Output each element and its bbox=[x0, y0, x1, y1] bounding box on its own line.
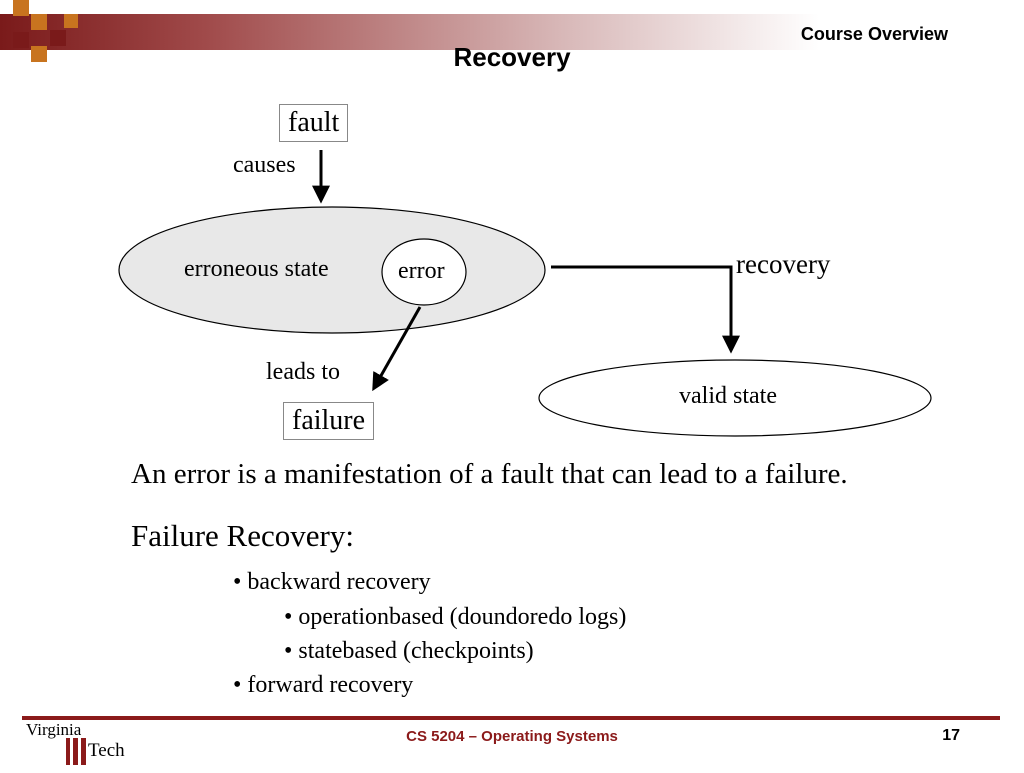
valid-state-label: valid state bbox=[679, 383, 777, 409]
list-item: • operationbased (doundoredo logs) bbox=[284, 604, 627, 630]
fault-box: fault bbox=[279, 104, 349, 142]
svg-text:Tech: Tech bbox=[88, 740, 125, 761]
slide-title: Recovery bbox=[453, 42, 571, 72]
list-item: • backward recovery bbox=[233, 569, 431, 595]
virginia-tech-logo: Virginia Tech bbox=[22, 718, 142, 768]
list-item: • statebased (checkpoints) bbox=[284, 638, 534, 664]
definition-text: An error is a manifestation of a fault t… bbox=[131, 458, 848, 490]
recovery-arrow bbox=[551, 265, 740, 354]
header-gradient-bar bbox=[0, 14, 1024, 50]
erroneous-state-ellipse bbox=[118, 206, 546, 334]
course-overview-label: Course Overview bbox=[800, 24, 948, 44]
header-squares-decoration bbox=[0, 0, 80, 64]
footer-course-name: CS 5204 – Operating Systems bbox=[406, 728, 618, 745]
leads-to-arrow bbox=[372, 306, 422, 392]
error-label: error bbox=[398, 258, 445, 284]
leads-to-label: leads to bbox=[266, 359, 340, 385]
recovery-label: recovery bbox=[736, 249, 831, 279]
erroneous-state-label: erroneous state bbox=[184, 256, 329, 282]
error-circle bbox=[381, 238, 467, 306]
causes-label: causes bbox=[233, 152, 296, 178]
page-number: 17 bbox=[942, 727, 960, 744]
list-item: • forward recovery bbox=[233, 672, 414, 698]
failure-recovery-heading: Failure Recovery: bbox=[131, 518, 354, 553]
footer-divider bbox=[22, 716, 1000, 720]
svg-text:Virginia: Virginia bbox=[26, 720, 82, 739]
valid-state-ellipse bbox=[538, 359, 932, 437]
failure-box: failure bbox=[283, 402, 375, 440]
